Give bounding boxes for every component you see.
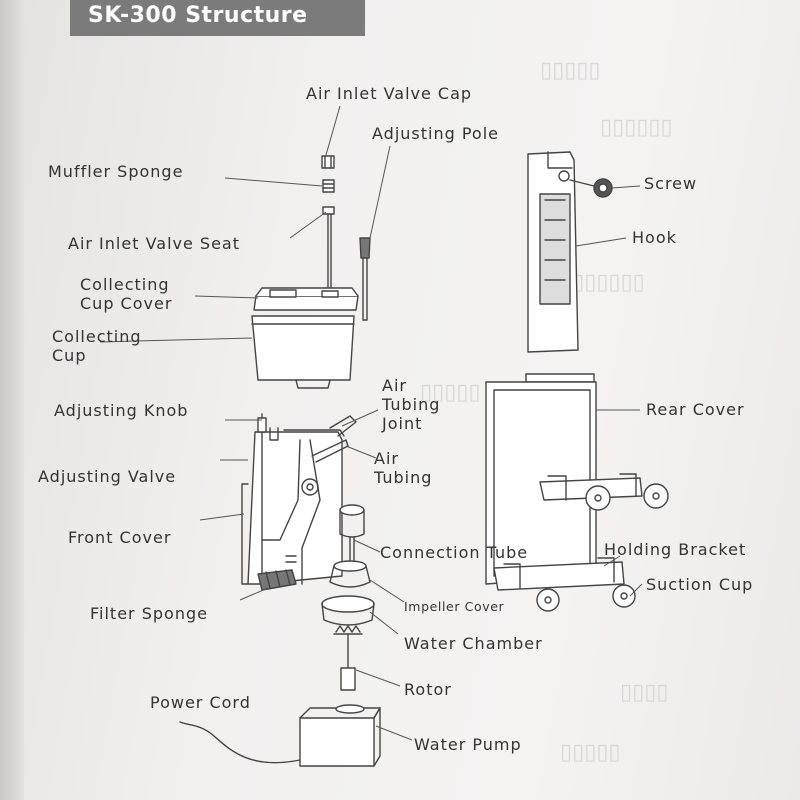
adjusting-pole-part (359, 237, 371, 321)
collecting-cup-cover-part (253, 287, 359, 311)
air-inlet-valve-cap-part (321, 155, 335, 169)
label-air-inlet-valve-cap: Air Inlet Valve Cap (306, 84, 473, 103)
water-chamber-part (321, 595, 375, 626)
label-muffler-sponge: Muffler Sponge (48, 162, 184, 181)
air-tubing-joint-part (311, 415, 357, 463)
label-screw: Screw (644, 174, 698, 193)
upper-holding-bracket-part (539, 473, 669, 511)
impeller-cover-part (329, 560, 371, 588)
label-filter-sponge: Filter Sponge (90, 604, 208, 623)
muffler-sponge-part (322, 179, 335, 193)
page-title: SK-300 Structure (88, 3, 308, 28)
label-hook: Hook (632, 228, 677, 247)
label-collecting-cup: Collecting Cup (52, 327, 142, 365)
adjusting-knob-part (257, 413, 267, 433)
show-through-text: ▯▯▯▯▯▯ (600, 115, 673, 140)
main-body-part (241, 427, 345, 585)
label-front-cover: Front Cover (68, 528, 172, 547)
label-rear-cover: Rear Cover (646, 400, 745, 419)
leader-lines (99, 105, 643, 741)
show-through-text: ▯▯▯▯ (620, 680, 669, 705)
label-rotor: Rotor (404, 680, 452, 699)
rotor-part (333, 625, 363, 691)
label-adjusting-knob: Adjusting Knob (54, 401, 189, 420)
label-power-cord: Power Cord (150, 693, 251, 712)
collecting-cup-part (251, 315, 355, 389)
title-banner (70, 0, 365, 36)
label-holding-bracket: Holding Bracket (604, 540, 747, 559)
label-collecting-cup-cover: Collecting Cup Cover (80, 275, 173, 313)
connection-tube-part (339, 504, 365, 561)
label-adjusting-pole: Adjusting Pole (372, 124, 499, 143)
show-through-text: ▯▯▯▯▯ (560, 740, 621, 765)
label-connection-tube: Connection Tube (380, 543, 529, 562)
air-inlet-valve-seat-part (322, 206, 335, 299)
water-pump-part (179, 704, 381, 767)
page-fold-shadow (0, 0, 24, 800)
label-adjusting-valve: Adjusting Valve (38, 467, 177, 486)
label-water-pump: Water Pump (414, 735, 522, 754)
label-impeller-cover: Impeller Cover (404, 599, 505, 614)
screw-part (569, 178, 613, 198)
filter-sponge-part (257, 569, 297, 591)
show-through-text: ▯▯▯▯▯ (540, 58, 601, 83)
hook-part (527, 151, 579, 353)
lower-holding-bracket-part (493, 557, 636, 612)
show-through-text: ▯▯▯▯▯ (420, 380, 481, 405)
label-air-tubing-joint: Air Tubing Joint (382, 376, 441, 433)
label-air-inlet-valve-seat: Air Inlet Valve Seat (68, 234, 240, 253)
label-suction-cup: Suction Cup (646, 575, 754, 594)
label-water-chamber: Water Chamber (404, 634, 543, 653)
label-air-tubing: Air Tubing (374, 449, 433, 487)
